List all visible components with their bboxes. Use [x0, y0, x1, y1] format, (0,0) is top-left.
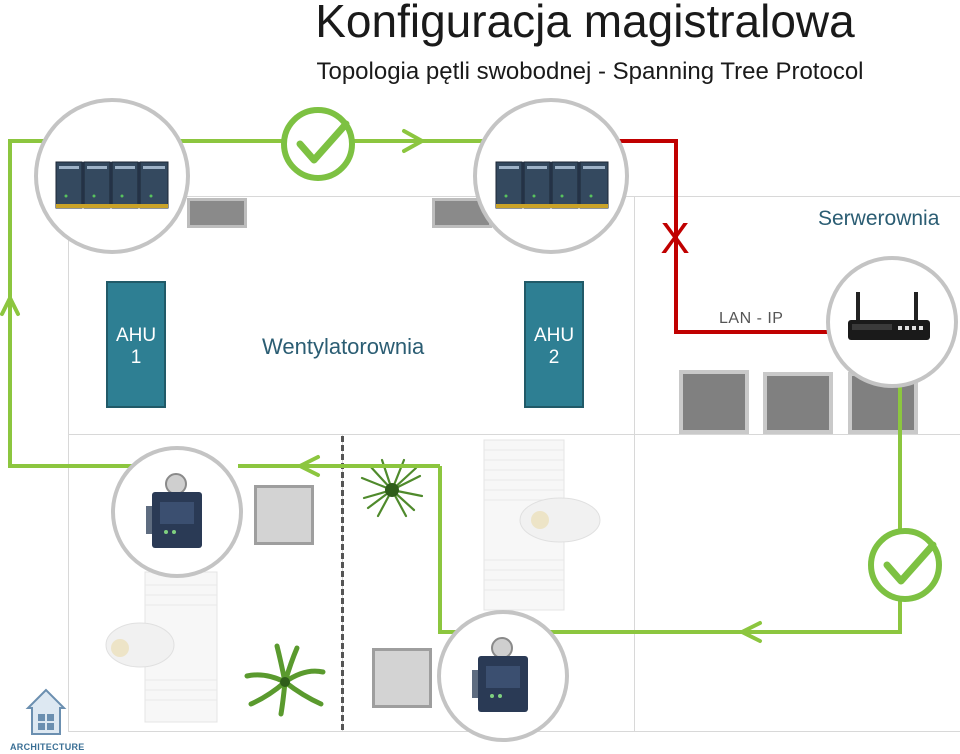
ahu-2-label: AHU — [533, 325, 575, 346]
server-cabinet-1 — [679, 370, 749, 434]
room-box-left — [254, 485, 314, 545]
plant-icon — [360, 458, 424, 518]
office-furniture-middle — [483, 439, 601, 611]
brand-label: ARCHITECTURE — [10, 742, 85, 752]
check-icon — [868, 528, 942, 602]
ventilation-room-label: Wentylatorownia — [262, 334, 425, 359]
office-furniture-left — [105, 571, 218, 723]
broken-link-marker: X — [660, 214, 689, 263]
dashed-divider — [341, 436, 344, 730]
page-title: Konfiguracja magistralowa — [315, 0, 855, 47]
vent-left — [187, 198, 247, 228]
ahu-1-label: AHU — [115, 325, 157, 346]
green-loop — [8, 139, 902, 634]
page-subtitle: Topologia pętli swobodnej - Spanning Tre… — [316, 58, 864, 85]
check-icon — [281, 107, 355, 181]
server-cabinet-2 — [763, 372, 833, 434]
plc-module-icon — [55, 161, 169, 209]
controller-icon — [146, 473, 202, 548]
ahu-2-number: 2 — [548, 347, 560, 368]
router-icon — [848, 292, 930, 340]
house-logo-icon — [25, 688, 67, 735]
plc-module-icon — [495, 161, 609, 209]
controller-icon — [472, 637, 528, 712]
lan-ip-label: LAN - IP — [719, 310, 784, 327]
server-room-label: Serwerownia — [818, 207, 940, 230]
room-box-middle — [372, 648, 432, 708]
ahu-1: AHU 1 — [106, 281, 166, 408]
ahu-2: AHU 2 — [524, 281, 584, 408]
ahu-1-number: 1 — [130, 347, 142, 368]
plant-icon — [244, 643, 326, 717]
